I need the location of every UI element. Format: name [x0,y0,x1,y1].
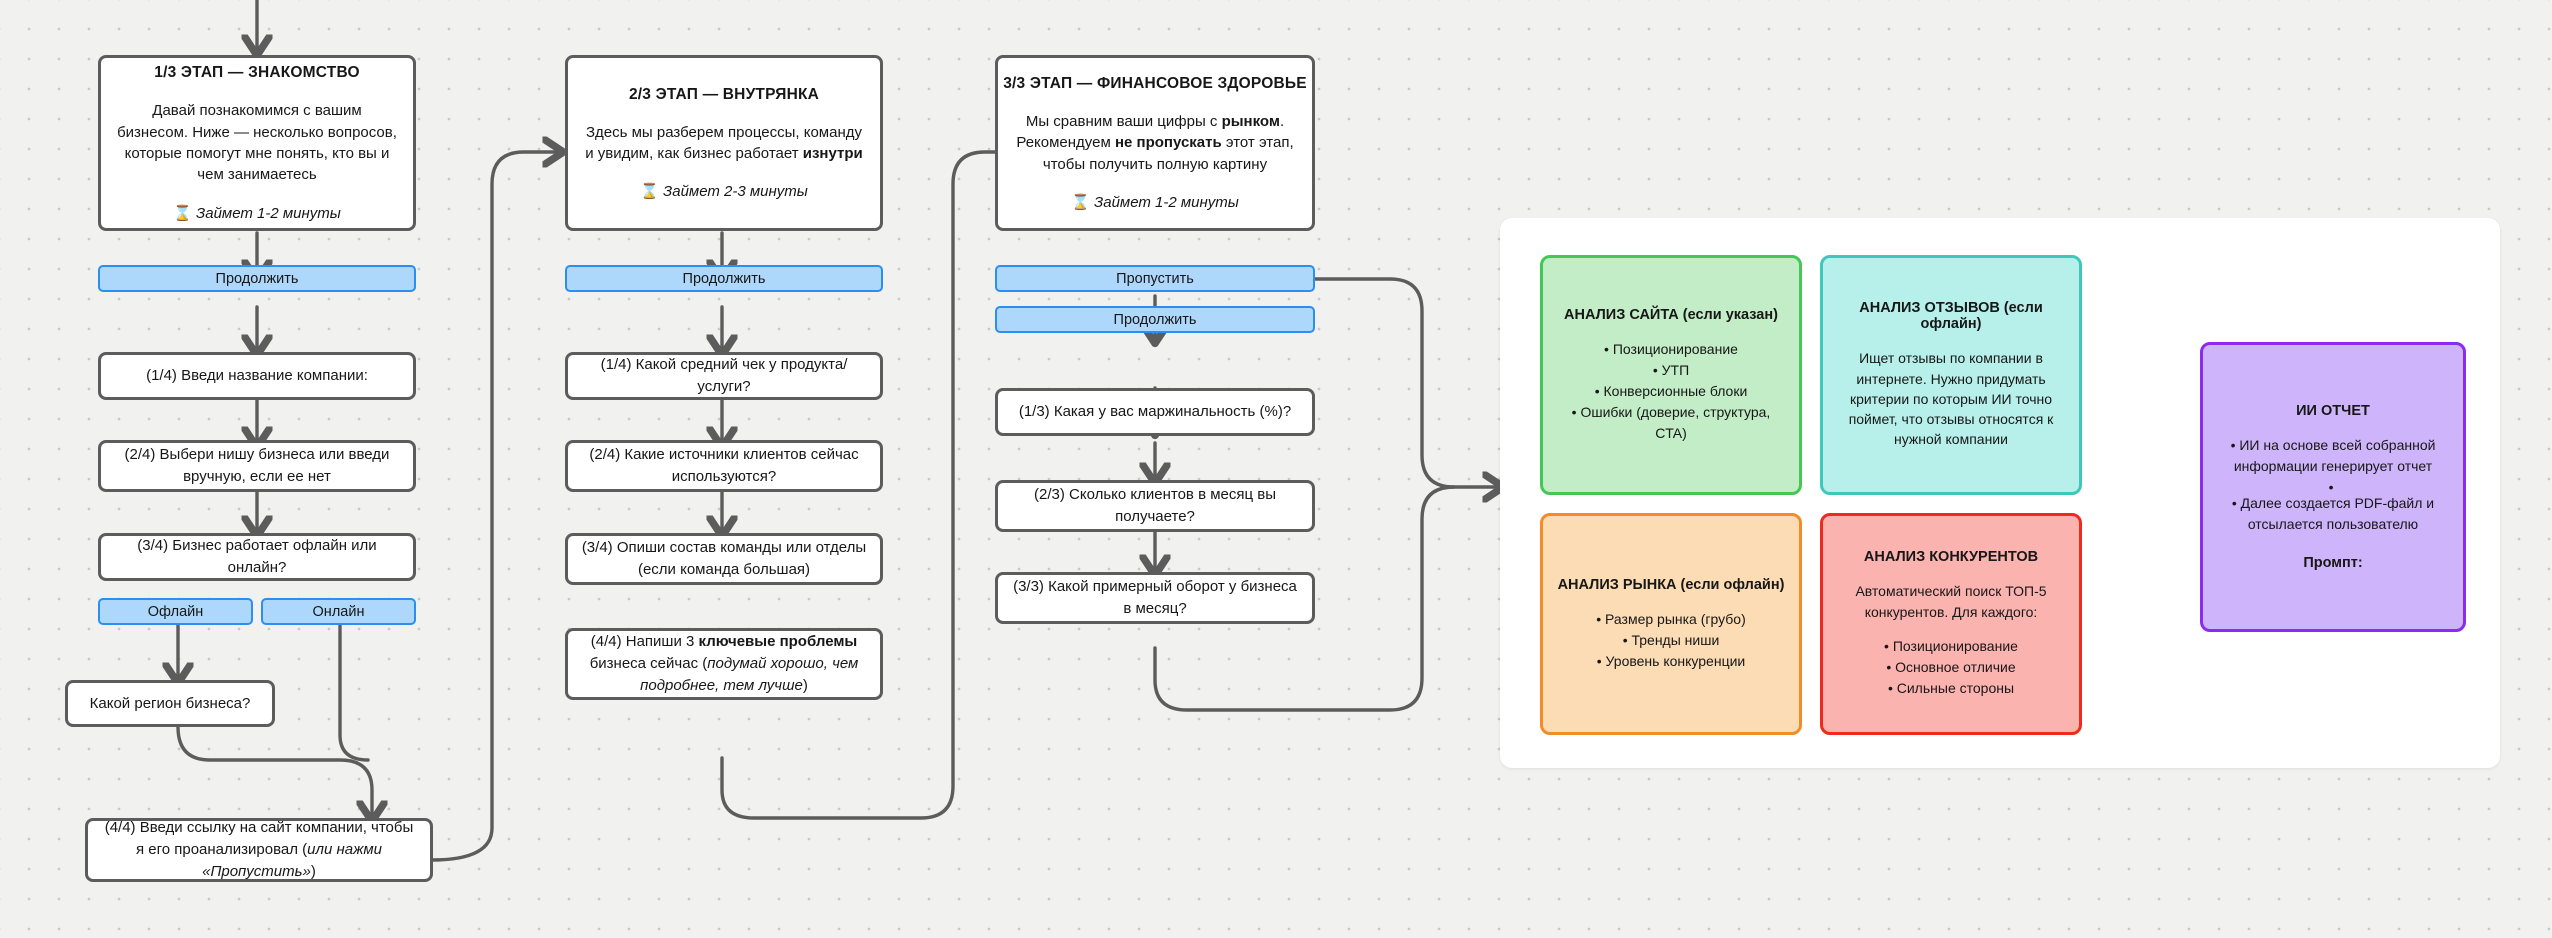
stage-timing-text: Займет 1-2 минуты [1094,193,1239,211]
analysis-card-reviews: АНАЛИЗ ОТЗЫВОВ (если офлайн) Ищет отзывы… [1820,255,2082,495]
hourglass-icon: ⌛ [640,183,659,201]
stage3-skip-button[interactable]: Пропустить [995,265,1315,292]
choice-online-button[interactable]: Онлайн [261,598,416,625]
stage-timing-text: Займет 1-2 минуты [196,204,341,222]
button-label: Пропустить [1116,270,1194,287]
q-col2-4[interactable]: (4/4) Напиши 3 ключевые проблемы бизнеса… [565,628,883,700]
card-paragraph: Автоматический поиск ТОП-5 конкурентов. … [1855,583,2047,620]
analysis-card-market: АНАЛИЗ РЫНКА (если офлайн) Размер рынка … [1540,513,1802,735]
question-text: (4/4) Введи ссылку на сайт компании, что… [104,819,414,880]
analysis-card-site: АНАЛИЗ САЙТА (если указан) Позиционирова… [1540,255,1802,495]
hourglass-icon: ⌛ [173,204,192,222]
question-text: (3/3) Какой примерный оборот у бизнеса в… [1013,578,1297,617]
bullet: Сильные стороны [1884,678,2018,699]
analysis-card-competitors: АНАЛИЗ КОНКУРЕНТОВ Автоматический поиск … [1820,513,2082,735]
button-label: Продолжить [682,270,766,287]
bullet: Позиционирование [1884,636,2018,657]
q-col3-2[interactable]: (2/3) Сколько клиентов в месяц вы получа… [995,480,1315,532]
bullet: УТП [1555,360,1787,381]
button-label: Продолжить [215,270,299,287]
spacer [2215,477,2451,493]
q-col2-1[interactable]: (1/4) Какой средний чек у продукта/услуг… [565,352,883,400]
question-text: (3/4) Опиши состав команды или отделы (е… [581,539,867,578]
q-col2-3[interactable]: (3/4) Опиши состав команды или отделы (е… [565,533,883,585]
card-bullets: Позиционирование Основное отличие Сильны… [1884,636,2018,699]
bullet: Конверсионные блоки [1555,381,1787,402]
q-col1-2[interactable]: (2/4) Выбери нишу бизнеса или введи вруч… [98,440,416,492]
card-bullets: Размер рынка (грубо) Тренды ниши Уровень… [1596,609,1746,672]
bullet: Размер рынка (грубо) [1596,609,1746,630]
q-col3-3[interactable]: (3/3) Какой примерный оборот у бизнеса в… [995,572,1315,624]
question-text: (2/4) Какие источники клиентов сейчас ис… [589,446,859,485]
q-col3-1[interactable]: (1/3) Какая у вас маржинальность (%)? [995,388,1315,436]
bullet: Уровень конкуренции [1596,651,1746,672]
stage-timing: ⌛ Займет 2-3 минуты [640,182,808,200]
stage-body: Давай познакомимся с вашим бизнесом. Ниж… [117,102,397,184]
bullet: ИИ на основе всей собранной информации г… [2215,435,2451,477]
stage-body: Мы сравним ваши цифры с рынком. Рекоменд… [1016,113,1294,173]
stage-body: Здесь мы разберем процессы, команду и ув… [585,123,863,162]
question-text: (4/4) Напиши 3 ключевые проблемы бизнеса… [589,633,859,694]
bullet: Тренды ниши [1596,630,1746,651]
stage-timing: ⌛ Займет 1-2 минуты [173,204,341,222]
stage1-continue-button[interactable]: Продолжить [98,265,416,292]
stage-timing: ⌛ Займет 1-2 минуты [1071,193,1239,211]
ai-report-card: ИИ ОТЧЕТ ИИ на основе всей собранной инф… [2200,342,2466,632]
button-label: Продолжить [1113,311,1197,328]
question-text: (1/3) Какая у вас маржинальность (%)? [1018,403,1292,421]
q-col1-3[interactable]: (3/4) Бизнес работает офлайн или онлайн? [98,533,416,581]
question-text: (1/4) Введи название компании: [146,367,368,385]
card-title: АНАЛИЗ РЫНКА (если офлайн) [1557,576,1785,593]
bullet: Далее создается PDF-файл и отсылается по… [2215,493,2451,535]
bullet: Ошибки (доверие, структура, CTA) [1555,402,1787,444]
stage3-continue-button[interactable]: Продолжить [995,306,1315,333]
site-link-question-box[interactable]: (4/4) Введи ссылку на сайт компании, что… [85,818,433,882]
question-text: Какой регион бизнеса? [89,694,251,712]
question-text: (3/4) Бизнес работает офлайн или онлайн? [137,537,377,576]
card-paragraph: Ищет отзывы по компании в интернете. Нуж… [1848,350,2054,448]
region-question-box[interactable]: Какой регион бизнеса? [65,680,275,727]
card-bullets: ИИ на основе всей собранной информации г… [2215,435,2451,535]
stage2-continue-button[interactable]: Продолжить [565,265,883,292]
question-text: (2/3) Сколько клиентов в месяц вы получа… [1034,486,1276,525]
card-footer: Промпт: [2303,555,2363,571]
button-label: Офлайн [147,603,204,620]
card-bullets: Позиционирование УТП Конверсионные блоки… [1555,339,1787,444]
card-title: АНАЛИЗ САЙТА (если указан) [1564,306,1778,323]
stage-card-1: 1/3 ЭТАП — ЗНАКОМСТВО Давай познакомимся… [98,55,416,231]
button-label: Онлайн [312,603,365,620]
stage-timing-text: Займет 2-3 минуты [663,183,808,201]
question-text: (2/4) Выбери нишу бизнеса или введи вруч… [124,446,390,485]
card-title: ИИ ОТЧЕТ [2296,403,2370,419]
bullet: Основное отличие [1884,657,2018,678]
bullet: Позиционирование [1555,339,1787,360]
card-title: АНАЛИЗ КОНКУРЕНТОВ [1863,549,2039,566]
question-text: (1/4) Какой средний чек у продукта/услуг… [600,356,848,395]
stage-card-3: 3/3 ЭТАП — ФИНАНСОВОЕ ЗДОРОВЬЕ Мы сравни… [995,55,1315,231]
stage-title: 3/3 ЭТАП — ФИНАНСОВОЕ ЗДОРОВЬЕ [1003,75,1307,93]
hourglass-icon: ⌛ [1071,193,1090,211]
stage-card-2: 2/3 ЭТАП — ВНУТРЯНКА Здесь мы разберем п… [565,55,883,231]
card-title: АНАЛИЗ ОТЗЫВОВ (если офлайн) [1859,300,2043,333]
q-col1-1[interactable]: (1/4) Введи название компании: [98,352,416,400]
stage-title: 2/3 ЭТАП — ВНУТРЯНКА [628,85,820,103]
q-col2-2[interactable]: (2/4) Какие источники клиентов сейчас ис… [565,440,883,492]
stage-title: 1/3 ЭТАП — ЗНАКОМСТВО [154,64,360,82]
choice-offline-button[interactable]: Офлайн [98,598,253,625]
